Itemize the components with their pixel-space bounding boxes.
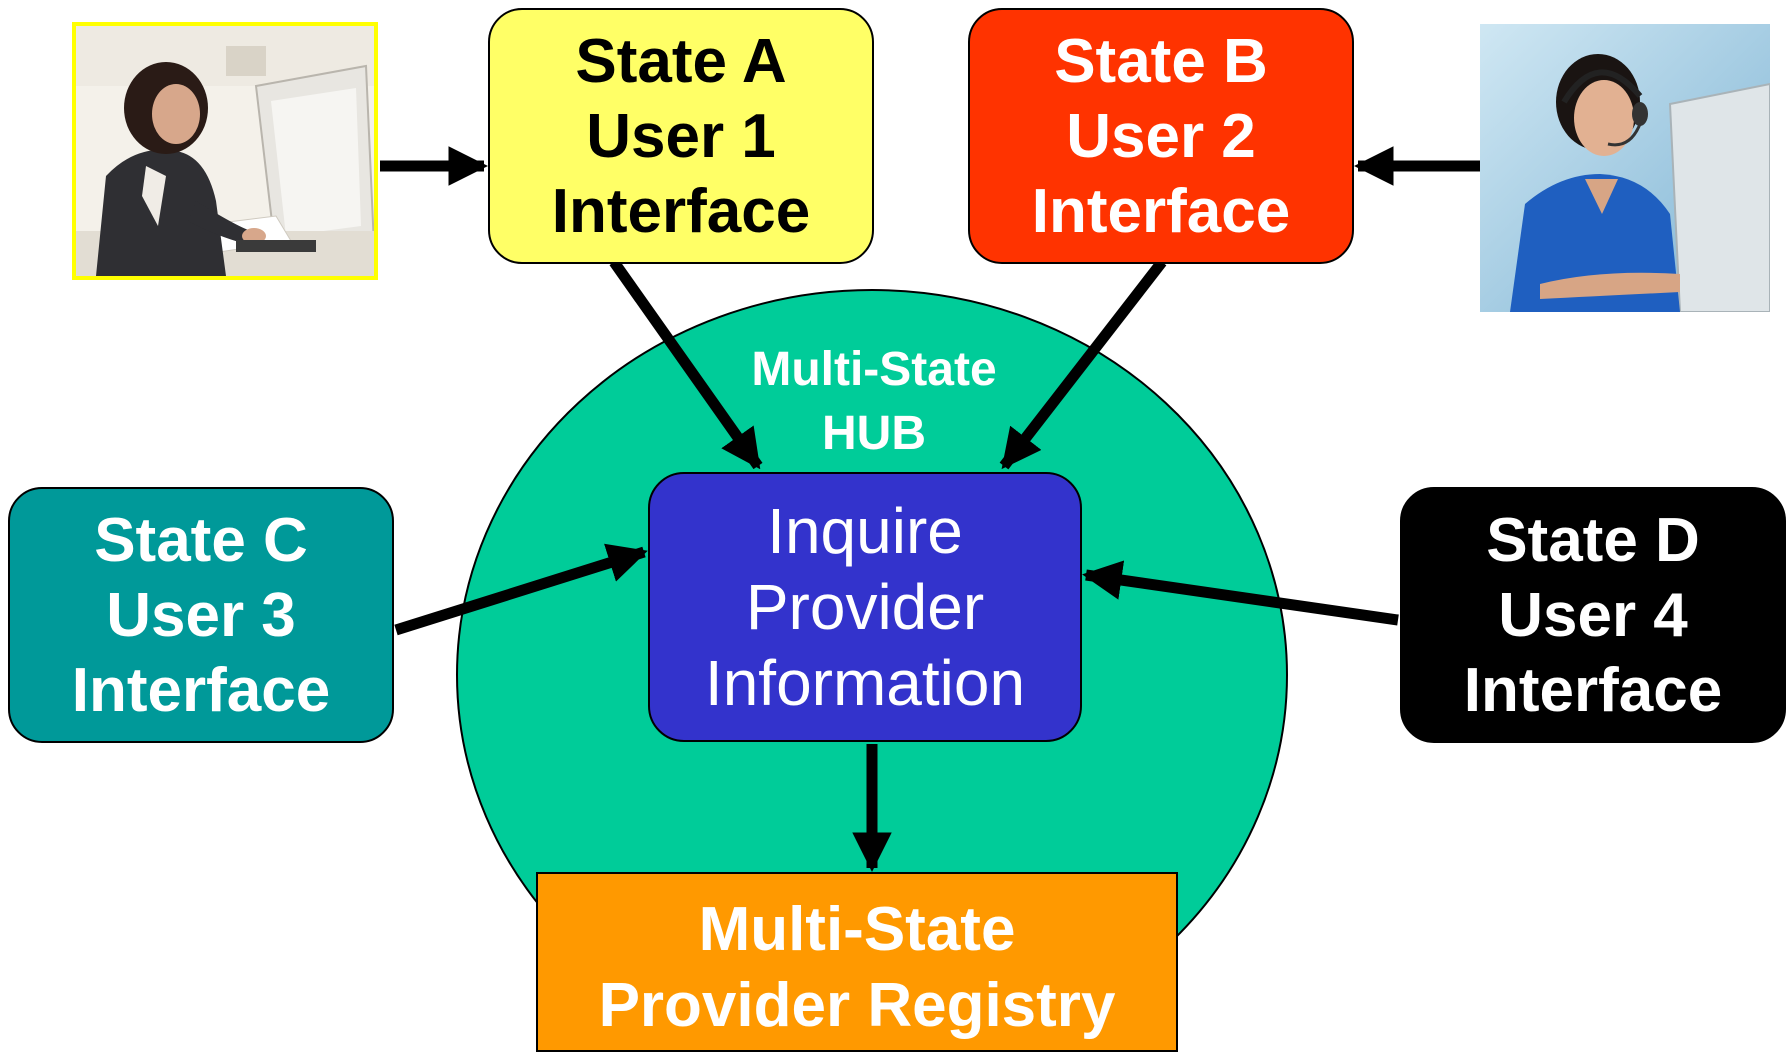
- state-a-line-3: Interface: [551, 176, 811, 246]
- woman-at-computer-icon: [76, 26, 374, 276]
- state-c-line-1: State C: [94, 505, 308, 575]
- state-d-line-2: User 4: [1498, 580, 1688, 650]
- state-b-user-2-box: State B User 2 Interface: [968, 8, 1354, 264]
- woman-with-headset-icon: [1480, 24, 1770, 312]
- hub-label-line-1: Multi-State: [751, 343, 997, 396]
- inquire-line-3: Information: [704, 647, 1026, 719]
- inquire-line-1: Inquire: [767, 495, 963, 567]
- state-c-user-3-box: State C User 3 Interface: [8, 487, 394, 743]
- arrow-state-b-to-inquire: [999, 258, 1167, 470]
- state-d-line-3: Interface: [1463, 655, 1723, 725]
- state-a-user-1-box: State A User 1 Interface: [488, 8, 874, 264]
- woman-with-headset-photo: [1480, 24, 1770, 312]
- state-d-user-4-box: State D User 4 Interface: [1400, 487, 1786, 743]
- state-b-line-3: Interface: [1031, 176, 1291, 246]
- provider-registry-box: Multi-State Provider Registry: [536, 872, 1178, 1052]
- arrow-state-a-to-inquire: [609, 258, 763, 470]
- inquire-line-2: Provider: [745, 571, 985, 643]
- state-c-line-3: Interface: [71, 655, 331, 725]
- state-d-line-1: State D: [1486, 505, 1700, 575]
- woman-at-computer-photo: [72, 22, 378, 280]
- state-b-line-1: State B: [1054, 26, 1268, 96]
- state-b-line-2: User 2: [1066, 101, 1256, 171]
- inquire-provider-information-box: Inquire Provider Information: [648, 472, 1082, 742]
- state-a-line-2: User 1: [586, 101, 776, 171]
- arrow-state-d-to-inquire: [1082, 560, 1399, 626]
- arrow-state-c-to-inquire: [394, 543, 648, 636]
- hub-label-line-2: HUB: [822, 407, 926, 460]
- registry-line-1: Multi-State: [698, 895, 1016, 964]
- hub-label: Multi-State HUB: [700, 338, 1048, 466]
- state-c-line-2: User 3: [106, 580, 296, 650]
- state-a-line-1: State A: [575, 26, 787, 96]
- registry-line-2: Provider Registry: [598, 971, 1116, 1040]
